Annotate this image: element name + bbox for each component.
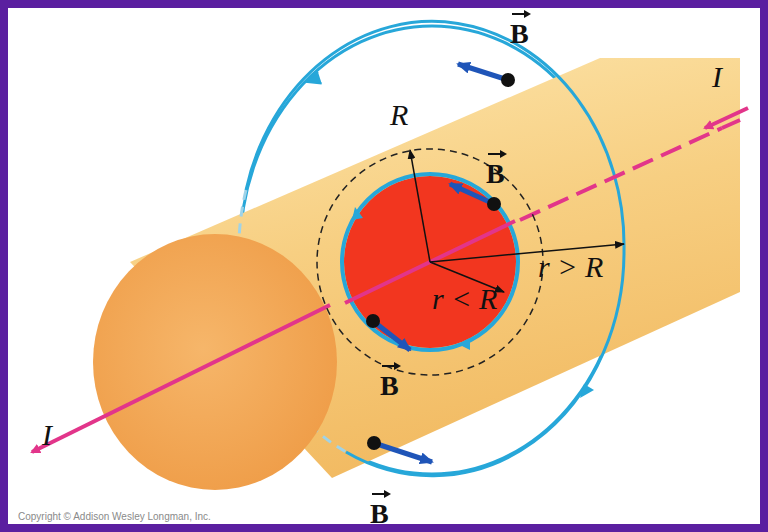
outer-radius-label: r > R: [538, 252, 603, 282]
current-label: I: [712, 62, 722, 92]
radius-label: R: [390, 100, 408, 130]
copyright-note: Copyright © Addison Wesley Longman, Inc.: [18, 512, 211, 522]
current-label: I: [42, 420, 52, 450]
inner-radius-label: r < R: [432, 284, 497, 314]
field-vector-label: B: [380, 360, 399, 400]
field-vector-label: B: [486, 148, 505, 188]
field-vector-label: B: [510, 8, 529, 48]
field-vector-label: B: [370, 488, 389, 528]
